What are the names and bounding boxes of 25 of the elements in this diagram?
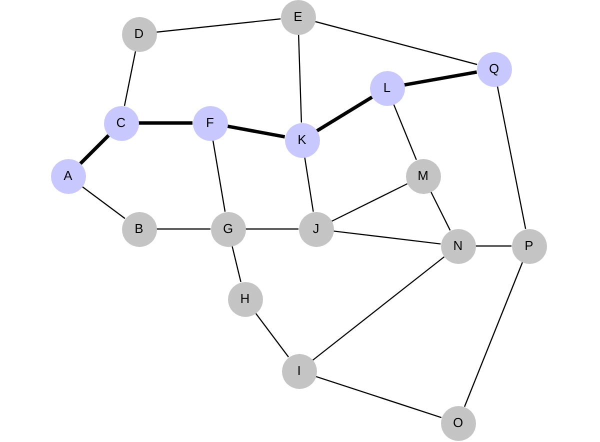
edge-line [430, 191, 451, 231]
edge-line [393, 104, 417, 160]
edge-line [156, 18, 281, 33]
edge-line [255, 312, 289, 358]
edge-line [404, 70, 478, 87]
edge-line [316, 96, 373, 132]
edge-line [476, 245, 512, 247]
edge-line [464, 262, 524, 407]
edge-line [312, 256, 445, 361]
edge-line [232, 246, 242, 282]
edge-line [314, 20, 478, 66]
edge-line [331, 183, 408, 222]
edge-line [333, 230, 441, 245]
edge-line [138, 121, 192, 125]
edge-line [82, 186, 126, 220]
edge-line [79, 134, 110, 165]
edge-line [212, 140, 226, 212]
edge-line [298, 34, 302, 123]
edge-line [124, 51, 136, 106]
edge-line [226, 124, 286, 139]
edge-line [156, 228, 210, 230]
edge-line [315, 376, 442, 418]
edge-line [304, 157, 314, 212]
edge-line [496, 86, 526, 229]
edge-line [246, 228, 298, 230]
